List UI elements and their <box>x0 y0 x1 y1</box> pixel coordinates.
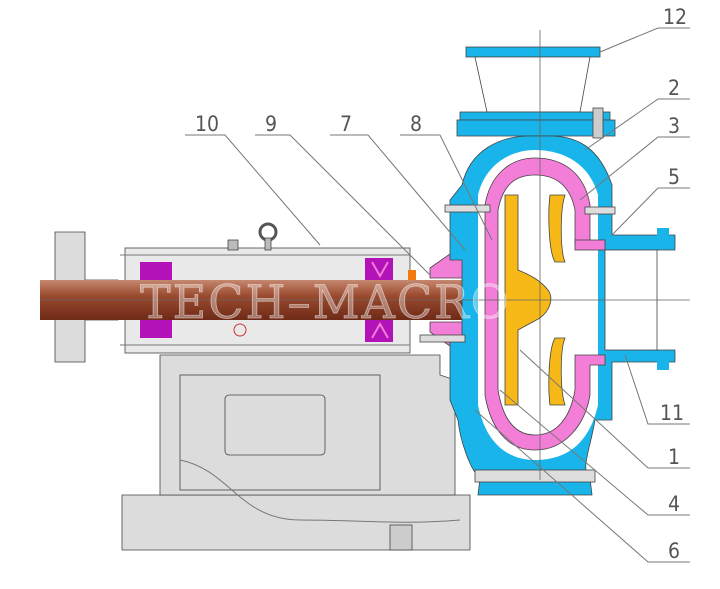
part-label-11: 11 <box>660 401 684 425</box>
part-label-6: 6 <box>668 539 680 563</box>
part-label-12: 12 <box>663 5 687 29</box>
bearing-left-top <box>140 262 172 280</box>
bolts <box>419 204 616 483</box>
part-label-5: 5 <box>668 165 680 189</box>
part-label-2: 2 <box>668 76 680 100</box>
liner <box>484 157 606 451</box>
centerline <box>40 30 690 480</box>
watermark: TECH–MACRO <box>140 275 510 329</box>
leader-lines <box>185 27 690 563</box>
part-label-4: 4 <box>668 492 680 516</box>
discharge-pipe <box>456 46 616 139</box>
part-label-8: 8 <box>410 112 422 136</box>
pedestal-base <box>121 354 471 551</box>
part-label-9: 9 <box>265 112 277 136</box>
part-label-10: 10 <box>195 112 219 136</box>
part-label-3: 3 <box>668 114 680 138</box>
part-label-1: 1 <box>668 445 680 469</box>
bearing-left-bottom <box>140 320 172 338</box>
part-label-7: 7 <box>340 112 352 136</box>
